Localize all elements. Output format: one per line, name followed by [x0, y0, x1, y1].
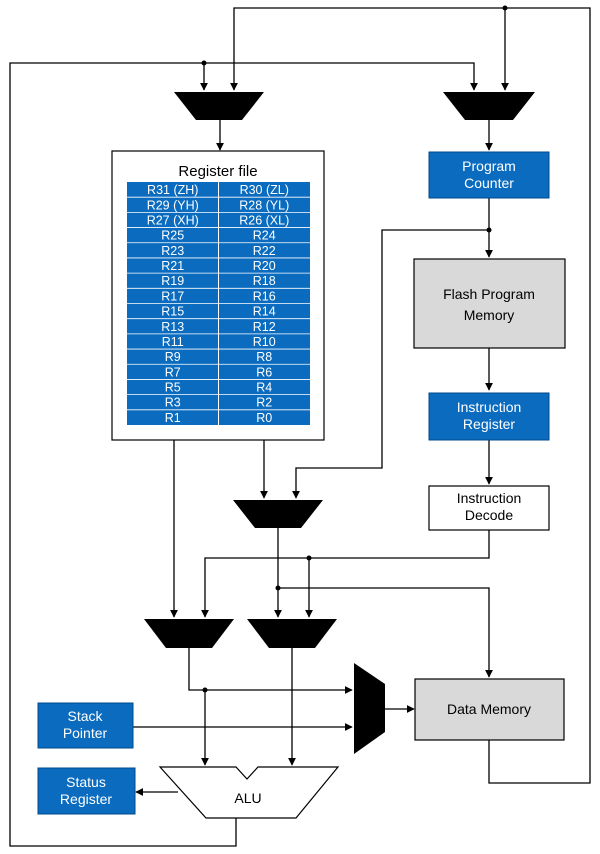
register-cell: R0: [256, 411, 272, 425]
program-counter: Program Counter: [428, 151, 550, 199]
register-rows: R31 (ZH) R30 (ZL) R29 (YH) R28 (YL) R27 (XH)…: [127, 183, 310, 425]
wire-pc-branch: [292, 229, 489, 499]
register-cell: R4: [256, 381, 272, 395]
wire-alu-feedback: [9, 62, 478, 847]
status-register: Status Register: [37, 767, 136, 815]
register-cell: R24: [253, 229, 276, 243]
instruction-register: Instruction Register: [428, 392, 550, 441]
register-file: Register file R31 (ZH)R30 (ZL)R29 (YH)R2…: [111, 150, 325, 441]
top-left-mux: [174, 92, 264, 120]
register-cell: R5: [165, 381, 181, 395]
middle-mux: [233, 500, 323, 528]
register-cell: R23: [161, 244, 184, 258]
register-cell: R14: [253, 305, 276, 319]
flash-memory-label-2: Memory: [464, 307, 515, 323]
wire-datamem-feedback: [230, 7, 591, 784]
register-cell: R21: [161, 259, 184, 273]
data-memory: Data Memory: [414, 678, 565, 741]
register-cell: R11: [162, 335, 184, 349]
register-cell: R30 (ZL): [240, 183, 289, 197]
stack-pointer-label-2: Pointer: [63, 725, 108, 741]
register-cell: R9: [165, 350, 181, 364]
wire-midmux-to-datamem: [278, 587, 493, 678]
register-cell: R17: [161, 289, 184, 303]
register-cell: R18: [253, 274, 276, 288]
register-cell: R16: [253, 289, 276, 303]
register-cell: R29 (YH): [147, 198, 199, 212]
status-register-label-1: Status: [66, 774, 106, 790]
register-cell: R1: [165, 411, 181, 425]
status-register-label-2: Register: [60, 791, 112, 807]
register-cell: R28 (YL): [239, 198, 289, 212]
register-cell: R27 (XH): [147, 213, 199, 227]
stack-pointer: Stack Pointer: [37, 702, 134, 749]
flash-program-memory: Flash Program Memory: [413, 258, 566, 349]
data-memory-label: Data Memory: [447, 701, 531, 717]
stack-pointer-label-1: Stack: [67, 708, 103, 724]
register-cell: R25: [161, 229, 184, 243]
register-cell: R22: [253, 244, 276, 258]
register-cell: R20: [253, 259, 276, 273]
instruction-decode: Instruction Decode: [428, 485, 550, 531]
register-cell: R8: [256, 350, 272, 364]
wire-decode-to-mux: [201, 530, 490, 618]
register-file-title: Register file: [178, 163, 257, 180]
wires: [9, 5, 591, 847]
alu-label: ALU: [234, 790, 261, 806]
register-cell: R10: [253, 335, 276, 349]
register-cell: R26 (XL): [239, 213, 289, 227]
register-cell: R7: [165, 365, 181, 379]
lower-right-mux: [247, 619, 337, 648]
wire-leftmux-to-addrmux: [188, 648, 353, 694]
program-counter-label-2: Counter: [464, 175, 514, 191]
register-cell: R31 (ZH): [147, 183, 198, 197]
register-cell: R13: [161, 320, 184, 334]
alu: ALU: [158, 766, 340, 819]
instruction-register-label-2: Register: [463, 416, 515, 432]
flash-memory-label-1: Flash Program: [443, 286, 535, 302]
register-cell: R19: [161, 274, 184, 288]
instruction-decode-label-2: Decode: [465, 507, 513, 523]
pc-mux: [443, 92, 535, 120]
register-cell: R6: [256, 365, 272, 379]
register-cell: R12: [253, 320, 276, 334]
register-cell: R2: [256, 396, 272, 410]
register-cell: R3: [165, 396, 181, 410]
instruction-register-label-1: Instruction: [457, 399, 522, 415]
instruction-decode-label-1: Instruction: [457, 490, 522, 506]
program-counter-label-1: Program: [462, 158, 516, 174]
address-mux: [354, 663, 385, 754]
register-cell: R15: [161, 305, 184, 319]
lower-left-mux: [144, 619, 234, 648]
